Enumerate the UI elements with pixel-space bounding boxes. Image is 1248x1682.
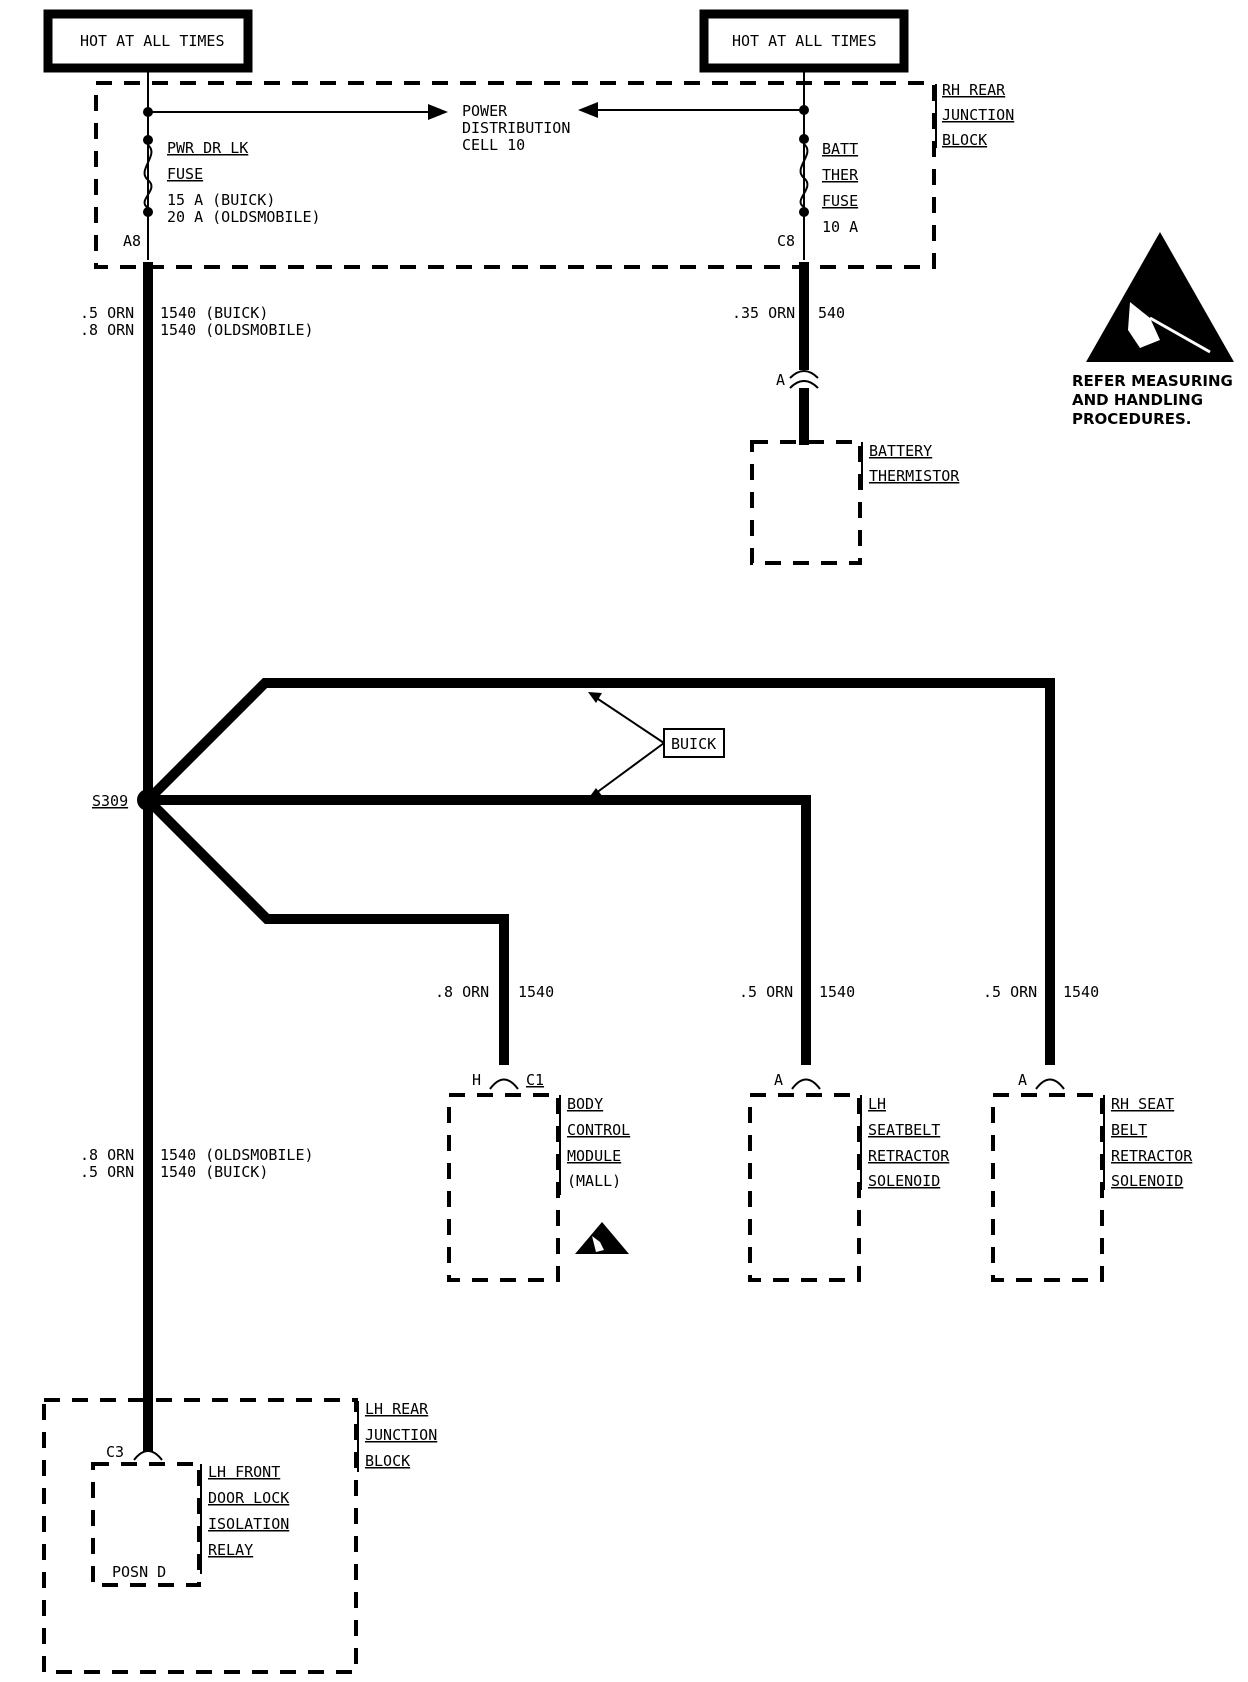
left-fuse-name-1: PWR DR LK bbox=[167, 139, 248, 157]
buick-callout: BUICK bbox=[588, 692, 725, 799]
rh-seatbelt-name-1: RH SEAT bbox=[1111, 1095, 1174, 1113]
lh-seatbelt-wire-circuit: 1540 bbox=[819, 983, 855, 1001]
hot-at-all-times-right: HOT AT ALL TIMES bbox=[699, 9, 909, 73]
rh-seatbelt-solenoid: A RH SEAT BELT RETRACTOR SOLENOID bbox=[991, 1071, 1193, 1282]
left-fuse-terminal: A8 bbox=[123, 232, 141, 250]
rh-seatbelt-name-3: RETRACTOR bbox=[1111, 1147, 1193, 1165]
main-upper-color-1: .5 ORN bbox=[80, 304, 134, 322]
rh-seatbelt-pin: A bbox=[1018, 1071, 1027, 1089]
hot-label-right: HOT AT ALL TIMES bbox=[732, 32, 877, 50]
lh-seatbelt-name-2: SEATBELT bbox=[868, 1121, 940, 1139]
lh-seatbelt-name-4: SOLENOID bbox=[868, 1172, 940, 1190]
main-upper-color-2: .8 ORN bbox=[80, 321, 134, 339]
battery-thermistor-name-2: THERMISTOR bbox=[869, 467, 960, 485]
main-upper-circuit-2: 1540 (OLDSMOBILE) bbox=[160, 321, 314, 339]
fuse-symbol-right bbox=[799, 143, 809, 208]
lh-junction-connector-label: C3 bbox=[106, 1443, 124, 1461]
lh-seatbelt-wire-color: .5 ORN bbox=[739, 983, 793, 1001]
esd-note-line-3: PROCEDURES. bbox=[1072, 410, 1191, 428]
lh-seatbelt-solenoid: A LH SEATBELT RETRACTOR SOLENOID bbox=[748, 1071, 950, 1282]
rh-junction-line-3: BLOCK bbox=[942, 131, 987, 149]
lh-junction-connector: C3 bbox=[106, 1443, 163, 1461]
right-fuse-name-2: THER bbox=[822, 166, 859, 184]
power-distribution-bus: POWER DISTRIBUTION CELL 10 bbox=[143, 102, 809, 154]
bcm-wire-circuit: 1540 bbox=[518, 983, 554, 1001]
rh-junction-block-outline bbox=[94, 81, 936, 269]
right-fuse-terminal: C8 bbox=[777, 232, 795, 250]
relay-position: POSN D bbox=[112, 1563, 166, 1581]
thermistor-connector-pin: A bbox=[776, 371, 785, 389]
thermistor-connector: A bbox=[776, 370, 819, 389]
right-fuse-name-1: BATT bbox=[822, 140, 858, 158]
bcm-pin: H bbox=[472, 1071, 481, 1089]
main-lower-circuit-2: 1540 (BUICK) bbox=[160, 1163, 268, 1181]
power-dist-line-3: CELL 10 bbox=[462, 136, 525, 154]
right-fuse-name-3: FUSE bbox=[822, 192, 858, 210]
lh-seatbelt-name-1: LH bbox=[868, 1095, 886, 1113]
relay-name-3: ISOLATION bbox=[208, 1515, 289, 1533]
door-lock-isolation-relay: LH FRONT DOOR LOCK ISOLATION RELAY POSN … bbox=[91, 1462, 289, 1587]
relay-name-4: RELAY bbox=[208, 1541, 253, 1559]
lh-seatbelt-name-3: RETRACTOR bbox=[868, 1147, 950, 1165]
left-fuse-rating-1: 15 A (BUICK) bbox=[167, 191, 275, 209]
bcm-name-1: BODY bbox=[567, 1095, 603, 1113]
main-lower-circuit-1: 1540 (OLDSMOBILE) bbox=[160, 1146, 314, 1164]
lh-junction-name-3: BLOCK bbox=[365, 1452, 410, 1470]
relay-name-2: DOOR LOCK bbox=[208, 1489, 289, 1507]
bcm-name-3: MODULE bbox=[567, 1147, 621, 1165]
pwr-dr-lk-fuse: PWR DR LK FUSE 15 A (BUICK) 20 A (OLDSMO… bbox=[123, 135, 321, 250]
esd-note-line-1: REFER MEASURING bbox=[1072, 372, 1233, 390]
hot-label-left: HOT AT ALL TIMES bbox=[80, 32, 225, 50]
bcm-connector: C1 bbox=[526, 1071, 544, 1089]
rh-seatbelt-name-2: BELT bbox=[1111, 1121, 1147, 1139]
power-dist-line-1: POWER bbox=[462, 102, 508, 120]
battery-thermistor-label: BATTERY THERMISTOR bbox=[861, 442, 960, 490]
rh-seatbelt-wire-circuit: 1540 bbox=[1063, 983, 1099, 1001]
splice-label: S309 bbox=[92, 792, 128, 810]
right-fuse-rating: 10 A bbox=[822, 218, 858, 236]
rh-junction-line-1: RH REAR bbox=[942, 81, 1006, 99]
esd-warning-icon bbox=[1086, 232, 1234, 362]
rh-junction-line-2: JUNCTION bbox=[942, 106, 1014, 124]
bcm-name-2: CONTROL bbox=[567, 1121, 630, 1139]
battery-thermistor-name-1: BATTERY bbox=[869, 442, 932, 460]
hot-at-all-times-left: HOT AT ALL TIMES bbox=[43, 9, 253, 73]
lh-junction-block-outline bbox=[42, 1398, 358, 1674]
bcm-wire-color: .8 ORN bbox=[435, 983, 489, 1001]
left-fuse-name-2: FUSE bbox=[167, 165, 203, 183]
buick-callout-label: BUICK bbox=[671, 735, 716, 753]
esd-note-line-2: AND HANDLING bbox=[1072, 391, 1203, 409]
main-lower-color-2: .5 ORN bbox=[80, 1163, 134, 1181]
body-control-module: H C1 BODY CONTROL MODULE (MALL) bbox=[447, 1071, 630, 1282]
lh-junction-block-label: LH REAR JUNCTION BLOCK bbox=[357, 1400, 437, 1472]
bcm-name-4: (MALL) bbox=[567, 1172, 621, 1190]
lh-seatbelt-pin: A bbox=[774, 1071, 783, 1089]
main-upper-circuit-1: 1540 (BUICK) bbox=[160, 304, 268, 322]
wire-branch-rh-seatbelt bbox=[144, 678, 1055, 1065]
fuse-symbol-left bbox=[143, 144, 153, 209]
rh-junction-block-label: RH REAR JUNCTION BLOCK bbox=[935, 81, 1014, 149]
thermistor-wire-color: .35 ORN bbox=[732, 304, 795, 322]
thermistor-wire-circuit: 540 bbox=[818, 304, 845, 322]
battery-thermistor-box bbox=[750, 440, 862, 565]
rh-seatbelt-name-4: SOLENOID bbox=[1111, 1172, 1183, 1190]
batt-ther-fuse: BATT THER FUSE 10 A C8 bbox=[777, 134, 859, 250]
lh-junction-name-1: LH REAR bbox=[365, 1400, 429, 1418]
lh-junction-name-2: JUNCTION bbox=[365, 1426, 437, 1444]
esd-small-icon bbox=[575, 1222, 629, 1254]
main-lower-color-1: .8 ORN bbox=[80, 1146, 134, 1164]
power-dist-line-2: DISTRIBUTION bbox=[462, 119, 570, 137]
relay-name-1: LH FRONT bbox=[208, 1463, 280, 1481]
wire-branch-bcm bbox=[144, 796, 509, 1065]
left-fuse-rating-2: 20 A (OLDSMOBILE) bbox=[167, 208, 321, 226]
wire-branch-lh-seatbelt bbox=[148, 795, 811, 1065]
rh-seatbelt-wire-color: .5 ORN bbox=[983, 983, 1037, 1001]
